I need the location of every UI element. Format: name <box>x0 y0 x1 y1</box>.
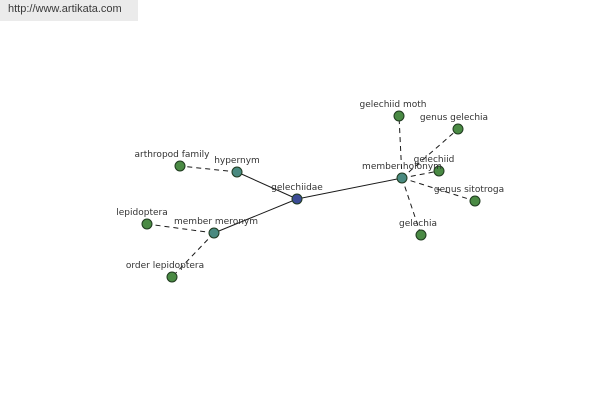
node-gelechiid[interactable] <box>433 165 445 177</box>
node-label-order-lepidoptera: order lepidoptera <box>126 261 204 271</box>
node-order-lepidoptera[interactable] <box>166 271 178 283</box>
node-label-lepidoptera: lepidoptera <box>116 208 167 218</box>
node-gelechiidae[interactable] <box>291 193 303 205</box>
edges-layer <box>146 115 476 278</box>
node-label-genus-sitotroga: genus sitotroga <box>434 185 504 195</box>
nodes-layer <box>141 110 481 283</box>
node-label-gelechiid: gelechiid <box>414 155 455 165</box>
node-label-arthropod-family: arthropod family <box>134 150 210 160</box>
node-label-gelechiid-moth: gelechiid moth <box>359 100 426 110</box>
node-genus-gelechia[interactable] <box>452 123 464 135</box>
edge-member-holonym-to-gelechiid-moth <box>398 115 403 179</box>
node-hypernym[interactable] <box>231 166 243 178</box>
edge-member-meronym-to-lepidoptera <box>146 223 215 234</box>
edge-gelechiidae-to-hypernym <box>236 171 298 200</box>
node-arthropod-family[interactable] <box>174 160 186 172</box>
node-member-meronym[interactable] <box>208 227 220 239</box>
node-gelechia[interactable] <box>415 229 427 241</box>
node-label-hypernym: hypernym <box>214 156 260 166</box>
node-lepidoptera[interactable] <box>141 218 153 230</box>
edge-member-holonym-to-gelechia <box>401 177 422 236</box>
labels-layer: gelechiidae hypernym member holonym member … <box>116 100 504 271</box>
edge-member-meronym-to-order-lepidoptera <box>171 232 215 278</box>
node-genus-sitotroga[interactable] <box>469 195 481 207</box>
node-label-genus-gelechia: genus gelechia <box>420 113 488 123</box>
node-label-gelechiidae: gelechiidae <box>271 183 323 193</box>
edge-gelechiidae-to-member-holonym <box>296 177 403 200</box>
edge-member-holonym-to-gelechiid <box>401 170 440 179</box>
edge-hypernym-to-arthropod-family <box>179 165 238 173</box>
node-gelechiid-moth[interactable] <box>393 110 405 122</box>
edge-gelechiidae-to-member-meronym <box>213 198 298 234</box>
node-label-member-meronym: member meronym <box>174 217 258 227</box>
node-label-gelechia: gelechia <box>399 219 437 229</box>
edge-member-holonym-to-genus-sitotroga <box>401 177 476 202</box>
node-label-member-holonym: member holonym <box>362 162 442 172</box>
site-url-link[interactable]: http://www.artikata.com <box>0 0 138 21</box>
edge-member-holonym-to-genus-gelechia <box>401 128 459 179</box>
node-member-holonym[interactable] <box>396 172 408 184</box>
